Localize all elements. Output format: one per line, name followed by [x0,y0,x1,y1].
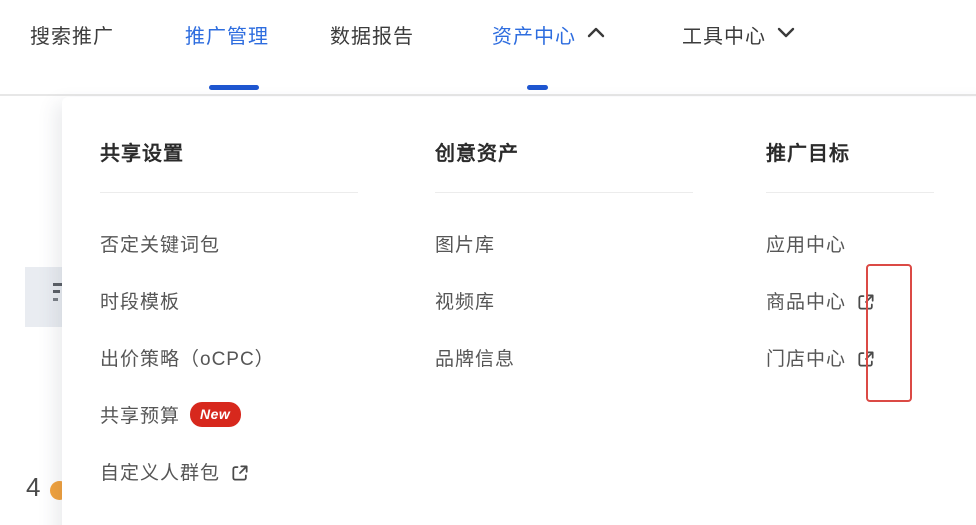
menu-item[interactable]: 出价策略（oCPC） [100,344,275,371]
nav-tab-label: 工具中心 [682,26,766,48]
external-link-icon [856,292,876,312]
menu-item[interactable]: 时段模板 [100,287,180,314]
menu-item[interactable]: 共享预算 New [100,401,242,428]
open-menu-indicator [527,85,548,90]
external-link-icon [230,463,250,483]
menu-item-label: 门店中心 [766,349,847,370]
chip-text-fragment [53,298,58,301]
nav-tab-4[interactable]: 资产中心 [492,20,607,49]
active-tab-indicator [209,85,259,90]
menu-item-label: 图片库 [435,235,496,256]
menu-column-header: 推广目标 [766,143,850,165]
chip-text-fragment [53,290,60,293]
column-divider [100,192,358,193]
chevron-down-icon [775,21,797,48]
menu-item[interactable]: 自定义人群包 [100,458,250,485]
menu-column-header: 共享设置 [100,143,184,165]
menu-item-label: 否定关键词包 [100,235,221,256]
menu-item[interactable]: 图片库 [435,230,495,257]
nav-tab-2[interactable]: 推广管理 [185,20,269,49]
row-count-label: 4 [26,472,41,502]
menu-item[interactable]: 商品中心 [766,287,876,314]
column-divider [435,192,693,193]
menu-item-label: 商品中心 [766,292,847,313]
menu-item-label: 品牌信息 [435,349,516,370]
nav-bottom-border [0,93,976,96]
nav-tab-5[interactable]: 工具中心 [682,20,797,49]
menu-item[interactable]: 视频库 [435,287,495,314]
external-link-icon [856,349,876,369]
chevron-up-icon [585,21,607,48]
menu-item-label: 自定义人群包 [100,463,221,484]
chip-text-fragment [53,283,62,286]
menu-item-label: 出价策略（oCPC） [100,349,275,370]
menu-item-label: 共享预算 [100,406,181,427]
assets-center-dropdown: 共享设置否定关键词包时段模板出价策略（oCPC） 共享预算 New 自定义人群包 创意资… [62,97,976,525]
menu-item[interactable]: 门店中心 [766,344,876,371]
nav-tab-label: 搜索推广 [30,26,114,48]
nav-tab-label: 资产中心 [492,26,576,48]
nav-tab-3[interactable]: 数据报告 [330,20,414,49]
menu-column-header: 创意资产 [435,143,519,165]
menu-item[interactable]: 否定关键词包 [100,230,220,257]
nav-tab-1[interactable]: 搜索推广 [30,20,114,49]
menu-item-label: 应用中心 [766,235,847,256]
menu-item-label: 视频库 [435,292,496,313]
column-divider [766,192,934,193]
menu-item-label: 时段模板 [100,292,181,313]
menu-item[interactable]: 应用中心 [766,230,846,257]
menu-item[interactable]: 品牌信息 [435,344,515,371]
new-badge: New [190,402,242,427]
top-nav: 搜索推广 推广管理 数据报告 资产中心 工具中心 [0,0,976,94]
nav-tab-label: 推广管理 [185,26,269,48]
nav-tab-label: 数据报告 [330,26,414,48]
